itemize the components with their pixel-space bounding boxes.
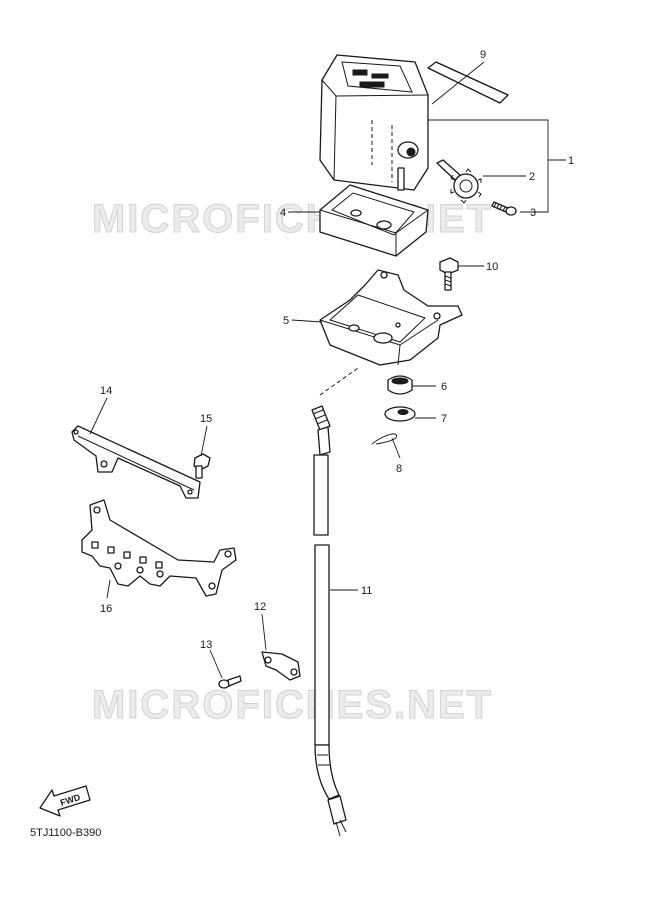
leader-lines: [89, 61, 566, 679]
callout-15[interactable]: 15: [200, 413, 212, 425]
part-10-bolt[interactable]: [439, 257, 459, 291]
part-16-stay[interactable]: [81, 499, 237, 597]
callout-6[interactable]: 6: [441, 381, 447, 393]
part-9-strip[interactable]: [427, 61, 509, 104]
part-13-screw[interactable]: [218, 675, 242, 689]
fwd-arrow-icon: FWD: [39, 785, 91, 817]
part-11-meter-cable[interactable]: [311, 367, 359, 837]
callout-8[interactable]: 8: [396, 463, 402, 475]
callout-14[interactable]: 14: [100, 385, 112, 397]
callout-4[interactable]: 4: [280, 207, 286, 219]
callout-11[interactable]: 11: [361, 585, 372, 597]
part-15-bolt[interactable]: [193, 453, 211, 479]
callout-10[interactable]: 10: [486, 261, 498, 273]
part-3-screw[interactable]: [491, 201, 517, 216]
callout-2[interactable]: 2: [529, 171, 535, 183]
watermark-bottom: MICROFICHES.NET: [92, 683, 493, 727]
part-1-meter-housing[interactable]: [319, 54, 429, 191]
part-2-gear[interactable]: [436, 159, 482, 204]
callout-9[interactable]: 9: [480, 49, 486, 61]
part-6-grommet[interactable]: [387, 375, 413, 395]
callout-7[interactable]: 7: [441, 413, 447, 425]
callout-12[interactable]: 12: [254, 601, 266, 613]
callout-5[interactable]: 5: [283, 315, 289, 327]
part-7-washer[interactable]: [384, 406, 416, 422]
part-12-small-bracket[interactable]: [261, 651, 301, 681]
part-4-gasket[interactable]: [319, 184, 429, 257]
callouts: 9 1 2 3 4 10 5 6 7 8 11 14 15 16 12 13: [100, 49, 574, 651]
callout-16[interactable]: 16: [100, 603, 112, 615]
diagram-code: 5TJ1100-B390: [30, 827, 101, 839]
part-8-clip[interactable]: [371, 433, 397, 445]
callout-13[interactable]: 13: [200, 639, 212, 651]
part-14-bracket-bar[interactable]: [71, 425, 201, 499]
part-5-bracket[interactable]: [319, 269, 463, 366]
callout-1[interactable]: 1: [568, 155, 574, 167]
watermark-top: MICROFICHES.NET: [92, 197, 493, 241]
callout-3[interactable]: 3: [530, 207, 536, 219]
